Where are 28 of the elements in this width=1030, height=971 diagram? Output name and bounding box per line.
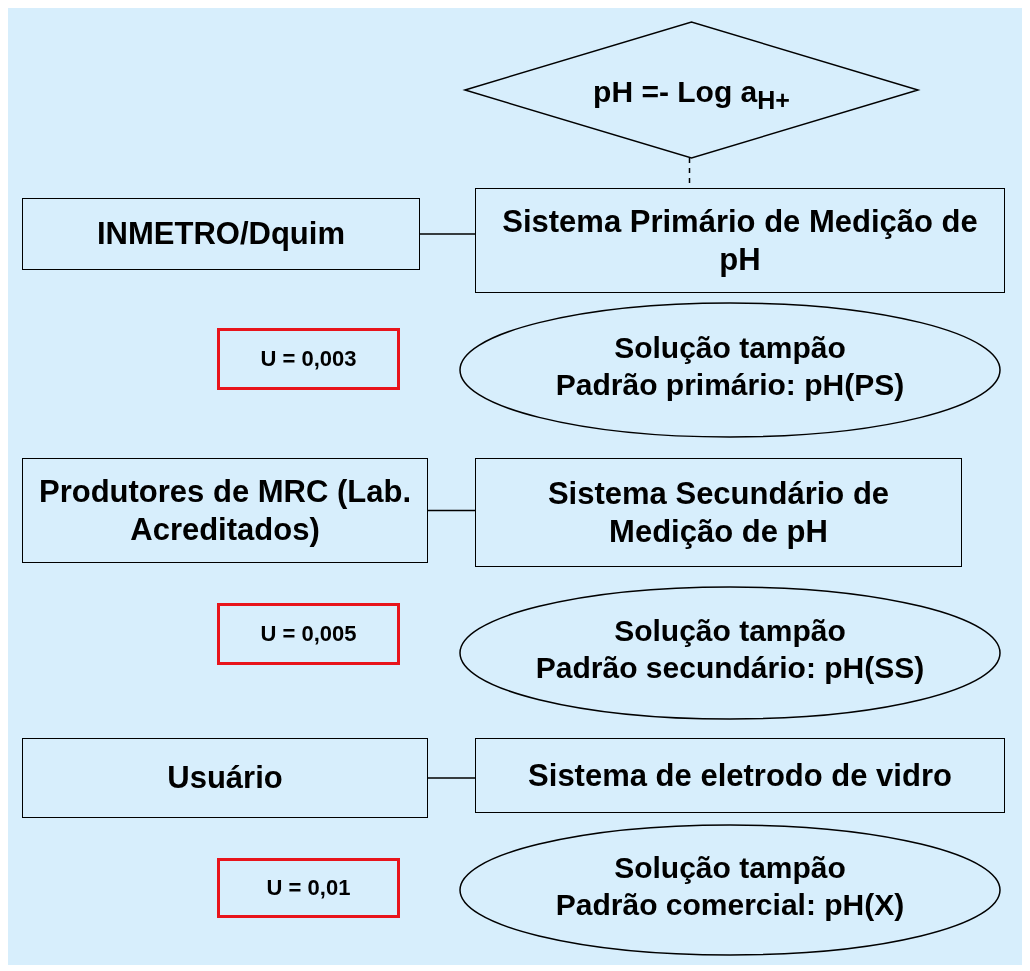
system-label: Sistema de eletrodo de vidro (528, 756, 952, 795)
connector-line (427, 509, 476, 512)
system-label: Produtores de MRC (Lab. Acreditados) (38, 472, 412, 549)
process-box (475, 188, 1005, 293)
uncertainty-value: U = 0,005 (260, 620, 357, 648)
process-box (475, 738, 1005, 813)
uncertainty-box (217, 603, 400, 665)
process-box (22, 458, 428, 563)
uncertainty-box (217, 858, 400, 918)
uncertainty-value: U = 0,01 (266, 874, 351, 902)
connector-line (419, 233, 476, 235)
system-label: Sistema Primário de Medição de pH (501, 202, 979, 279)
uncertainty-value: U = 0,003 (260, 345, 357, 373)
buffer-solution-label: Solução tampão (614, 613, 846, 650)
formula-text: pH =- Log a$_{H+}$ (593, 74, 790, 116)
connector-line (427, 777, 476, 779)
uncertainty-box (217, 328, 400, 390)
process-box (22, 198, 420, 270)
process-box (22, 738, 428, 818)
system-label: Sistema Secundário de Medição de pH (546, 474, 891, 551)
process-box (475, 458, 962, 567)
buffer-solution-label: Solução tampão (614, 850, 846, 887)
system-label: Usuário (167, 759, 283, 797)
buffer-solution-label: Padrão primário: pH(PS) (555, 367, 905, 403)
system-label: INMETRO/Dquim (97, 215, 345, 253)
buffer-solution-label: Padrão secundário: pH(SS) (535, 650, 925, 686)
buffer-solution-label: Solução tampão (614, 330, 846, 367)
buffer-solution-label: Padrão comercial: pH(X) (555, 887, 905, 923)
